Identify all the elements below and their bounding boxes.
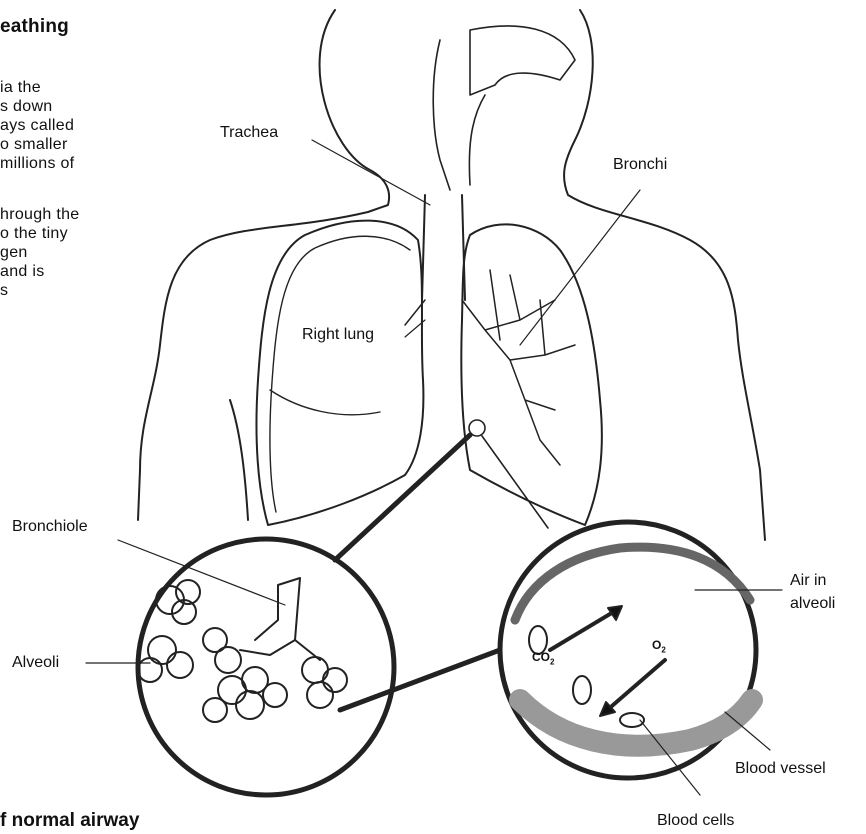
label-blood-vessel: Blood vessel [735,760,826,778]
label-bronchi: Bronchi [613,156,667,174]
label-alveoli: Alveoli [12,654,59,672]
label-bronchiole: Bronchiole [12,518,88,536]
arm-left-inner [230,400,248,520]
trachea [422,195,465,300]
blood-cell [573,676,591,704]
head-outline-right [564,10,765,540]
label-right-lung: Right lung [302,326,374,344]
throat [433,40,485,190]
label-trachea: Trachea [220,124,278,142]
connector-left [335,435,470,560]
section-heading: f normal airway [0,810,139,832]
co2-arrow [550,608,620,650]
bronchiole-tube [240,578,320,660]
leader-bronchiole [118,540,285,605]
label-co2: CO2 [532,650,554,666]
zoom-circle-left [138,539,394,795]
leader-trachea [312,140,430,205]
right-lung [256,221,423,525]
label-air-in-alveoli-1: Air in [790,572,826,590]
bronchi-tree [405,270,575,465]
label-blood-cells: Blood cells [657,812,734,830]
connector-right2 [340,650,500,710]
right-lung-inner [270,236,410,512]
label-o2: O2 [652,638,666,654]
blood-vessel-band [520,700,752,746]
left-lung [461,224,602,525]
nasal-cavity [470,26,575,95]
leader-bronchi [520,190,640,345]
o2-arrow [605,660,665,712]
right-lung-fissure [270,390,380,415]
label-air-in-alveoli-2: alveoli [790,595,835,613]
head-outline [138,10,389,520]
